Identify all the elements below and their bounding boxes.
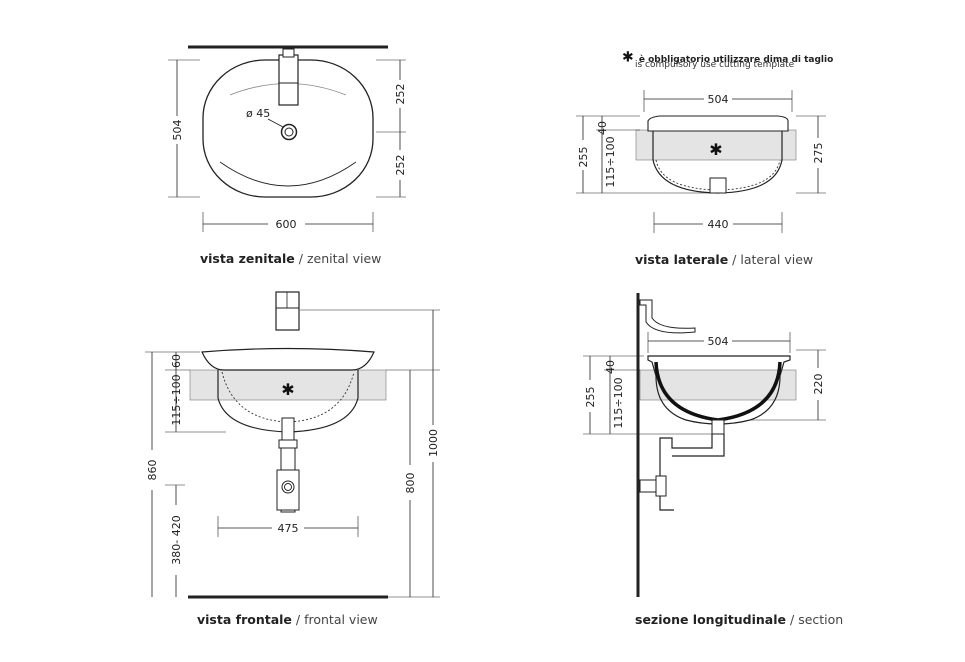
frontal-view: ✱ 475 860 60 115÷100 380- 420 xyxy=(145,291,440,599)
caption-lateral-en: lateral view xyxy=(740,252,814,267)
basin-rim xyxy=(647,115,789,132)
lateral-view: ✱ 504 440 255 40 115÷100 275 xyxy=(576,90,826,233)
dim-section-counter: 115÷100 xyxy=(612,377,625,428)
caption-lateral: vista laterale / lateral view xyxy=(635,252,814,267)
countertop xyxy=(639,369,797,401)
basin-rim xyxy=(201,347,375,371)
dim-lateral-bottom-width: 440 xyxy=(708,218,729,231)
countertop xyxy=(635,129,797,161)
dim-frontal-rim: 60 xyxy=(170,354,183,368)
siphon-trap-icon xyxy=(659,434,713,511)
dim-section-depth: 220 xyxy=(812,374,825,395)
faucet-icon xyxy=(278,54,299,106)
dim-lateral-rim: 40 xyxy=(596,121,609,135)
dim-zenital-depth: 504 xyxy=(171,120,184,141)
cutting-template-note: ✱ è obbligatorio utilizzare dima di tagl… xyxy=(622,47,834,71)
dim-lateral-height: 275 xyxy=(812,143,825,164)
caption-section-en: section xyxy=(798,612,844,627)
dim-zenital-half-top: 252 xyxy=(394,84,407,105)
note-italian: è obbligatorio utilizzare dima di taglio xyxy=(638,55,834,65)
dim-lateral-counter: 115÷100 xyxy=(604,136,617,187)
caption-zenital-en: zenital view xyxy=(306,251,382,266)
faucet-spout-icon xyxy=(639,299,696,334)
dim-frontal-1000: 1000 xyxy=(427,429,440,457)
dim-frontal-floor-top: 860 xyxy=(146,460,159,481)
asterisk-mark: ✱ xyxy=(709,140,722,159)
asterisk-mark: ✱ xyxy=(281,380,294,399)
caption-frontal: vista frontale / frontal view xyxy=(197,612,378,627)
dim-lateral-top-width: 504 xyxy=(708,93,729,106)
zenital-view: ø 45 504 252 252 600 xyxy=(168,45,407,232)
dim-frontal-counter: 115÷100 xyxy=(170,374,183,425)
caption-zenital-it: vista zenitale xyxy=(200,251,295,266)
drain-hole-icon xyxy=(280,123,298,141)
dim-zenital-half-bottom: 252 xyxy=(394,155,407,176)
caption-lateral-it: vista laterale xyxy=(635,252,729,267)
asterisk-icon: ✱ xyxy=(622,49,634,66)
caption-frontal-en: frontal view xyxy=(304,612,378,627)
dim-section-rim: 40 xyxy=(604,360,617,374)
dim-zenital-width: 600 xyxy=(276,218,297,231)
dim-lateral-total: 255 xyxy=(577,147,590,168)
dim-section-width: 504 xyxy=(708,335,729,348)
caption-zenital: vista zenitale / zenital view xyxy=(200,251,382,266)
dim-hole: ø 45 xyxy=(246,107,270,120)
caption-section-it: sezione longitudinale xyxy=(635,612,787,627)
dim-section-total: 255 xyxy=(584,387,597,408)
caption-section: sezione longitudinale / section xyxy=(635,612,844,627)
dim-frontal-800: 800 xyxy=(404,473,417,494)
dim-frontal-floor-bottom: 380- 420 xyxy=(170,515,183,564)
faucet-icon xyxy=(275,291,300,331)
section-view: 504 255 40 115÷100 220 xyxy=(583,293,826,597)
basin-inner-curve xyxy=(219,161,357,187)
caption-frontal-it: vista frontale xyxy=(197,612,292,627)
note-english: is compulsory use cutting template xyxy=(635,60,795,70)
dim-frontal-width: 475 xyxy=(278,522,299,535)
drain-pipe xyxy=(281,417,295,441)
